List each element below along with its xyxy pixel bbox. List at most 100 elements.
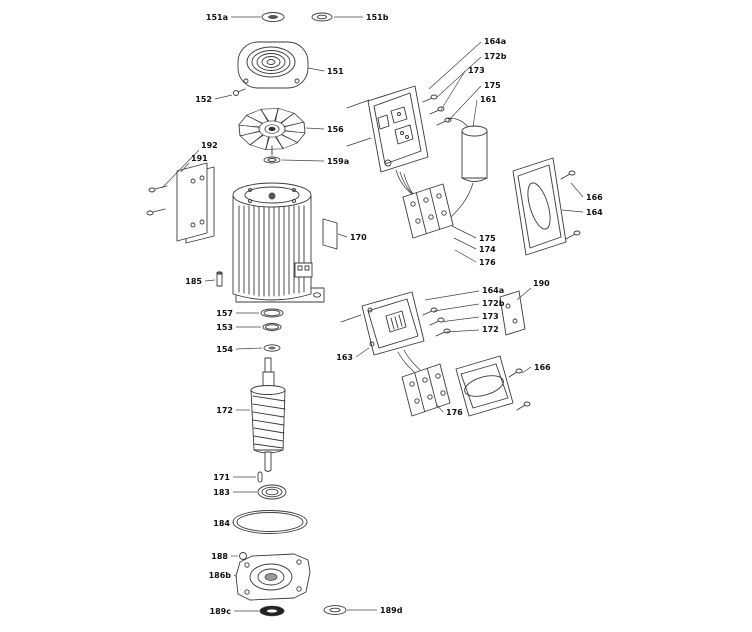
leader-line-184 <box>232 521 235 524</box>
key-171 <box>257 471 263 483</box>
terminal-box-upper <box>367 85 429 173</box>
ring-157 <box>260 308 284 318</box>
leader-line-163 <box>355 347 370 358</box>
terminal-block-lower <box>401 363 451 417</box>
assembly-lines <box>340 99 372 323</box>
part-label-175-block: 175 <box>479 234 496 243</box>
part-label-172-screw: 172 <box>482 325 499 334</box>
leader-line-164a-lower <box>424 290 480 301</box>
leader-line-166-upper <box>570 182 584 198</box>
leader-line-174 <box>453 237 477 250</box>
part-label-191: 191 <box>191 154 208 163</box>
leader-line-170 <box>337 233 348 238</box>
part-label-153: 153 <box>216 323 233 332</box>
leader-line-191 <box>180 162 190 173</box>
terminal-housing-163 <box>361 291 425 356</box>
part-label-161: 161 <box>480 95 497 104</box>
motor-cap-151 <box>237 41 309 89</box>
part-label-166-lower: 166 <box>534 363 551 372</box>
part-label-192: 192 <box>201 141 218 150</box>
leader-line-152 <box>214 94 233 100</box>
leader-line-151 <box>307 67 325 72</box>
labels-layer: 151a 151b 151 152 156 159a 192 191 170 185 157 153 1… <box>161 13 603 616</box>
ring-153 <box>262 323 282 331</box>
screws-upper-box <box>422 94 452 126</box>
part-label-172-rotor: 172 <box>216 406 233 415</box>
part-label-171: 171 <box>213 473 230 482</box>
part-label-159a: 159a <box>327 157 349 166</box>
part-label-189d: 189d <box>380 606 403 615</box>
part-label-189c: 189c <box>210 607 232 616</box>
part-label-183: 183 <box>213 488 230 497</box>
bracket-screws-192 <box>146 185 168 216</box>
capacitor-161 <box>447 118 488 182</box>
leader-line-176-upper <box>454 249 477 263</box>
leader-line-175-block <box>451 225 477 239</box>
part-label-164: 164 <box>586 208 603 217</box>
part-label-173-upper: 173 <box>468 66 485 75</box>
part-label-172b-lower: 172b <box>482 299 505 308</box>
leader-line-186b <box>233 574 238 578</box>
leader-line-175-screw <box>447 85 482 122</box>
leader-line-159a <box>281 159 325 162</box>
leader-line-164a-upper <box>428 41 482 90</box>
part-label-176-upper: 176 <box>479 258 496 267</box>
screws-166-upper <box>560 170 581 240</box>
terminal-block-upper <box>402 183 454 239</box>
rating-plate-170 <box>322 218 338 250</box>
part-label-188: 188 <box>211 552 228 561</box>
leader-line-156 <box>305 127 325 130</box>
cover-lower <box>455 355 514 417</box>
pin-185 <box>216 271 223 287</box>
leader-line-161 <box>472 99 478 128</box>
leader-line-185 <box>204 279 216 282</box>
part-label-175-screw: 175 <box>484 81 501 90</box>
leader-line-190 <box>516 287 532 301</box>
part-label-154: 154 <box>216 345 233 354</box>
screws-166-lower <box>508 368 531 411</box>
screws-lower-box <box>422 307 451 337</box>
part-label-174: 174 <box>479 245 496 254</box>
part-label-163: 163 <box>336 353 353 362</box>
part-label-151a: 151a <box>206 13 228 22</box>
screw-152 <box>233 88 246 96</box>
part-label-170: 170 <box>350 233 367 242</box>
leader-line-166-lower <box>521 366 532 374</box>
bracket-191 <box>176 162 215 244</box>
rotor-172 <box>250 357 286 472</box>
part-label-190: 190 <box>533 279 550 288</box>
motor-body <box>232 182 325 303</box>
part-label-164a-lower: 164a <box>482 286 504 295</box>
wire-harness-lower <box>397 349 421 373</box>
leader-line-176-lower <box>435 403 444 413</box>
washer-151b <box>311 12 333 22</box>
part-label-151b: 151b <box>366 13 389 22</box>
part-label-151: 151 <box>327 67 344 76</box>
bearing-183 <box>257 484 287 500</box>
leader-line-172-screw <box>445 329 480 333</box>
leader-line-172b-lower <box>433 303 480 312</box>
leader-line-192 <box>161 149 200 189</box>
fan-156 <box>237 107 307 151</box>
part-label-172b-upper: 172b <box>484 52 507 61</box>
leader-line-154 <box>235 347 263 350</box>
part-label-166-upper: 166 <box>586 193 603 202</box>
part-label-185: 185 <box>185 277 202 286</box>
part-label-176-lower: 176 <box>446 408 463 417</box>
part-label-157: 157 <box>216 309 233 318</box>
leader-line-173-upper <box>440 70 466 111</box>
part-label-184: 184 <box>213 519 230 528</box>
plate-190 <box>499 290 526 336</box>
leader-line-164 <box>561 209 584 213</box>
o-ring-184 <box>232 510 308 534</box>
part-label-156: 156 <box>327 125 344 134</box>
ring-159a <box>263 145 281 164</box>
end-flange-186b <box>235 553 311 601</box>
ball-188 <box>239 552 247 560</box>
part-label-152: 152 <box>195 95 212 104</box>
part-label-164a-upper: 164a <box>484 37 506 46</box>
ring-189d <box>323 605 347 615</box>
part-label-186b: 186b <box>209 571 232 580</box>
